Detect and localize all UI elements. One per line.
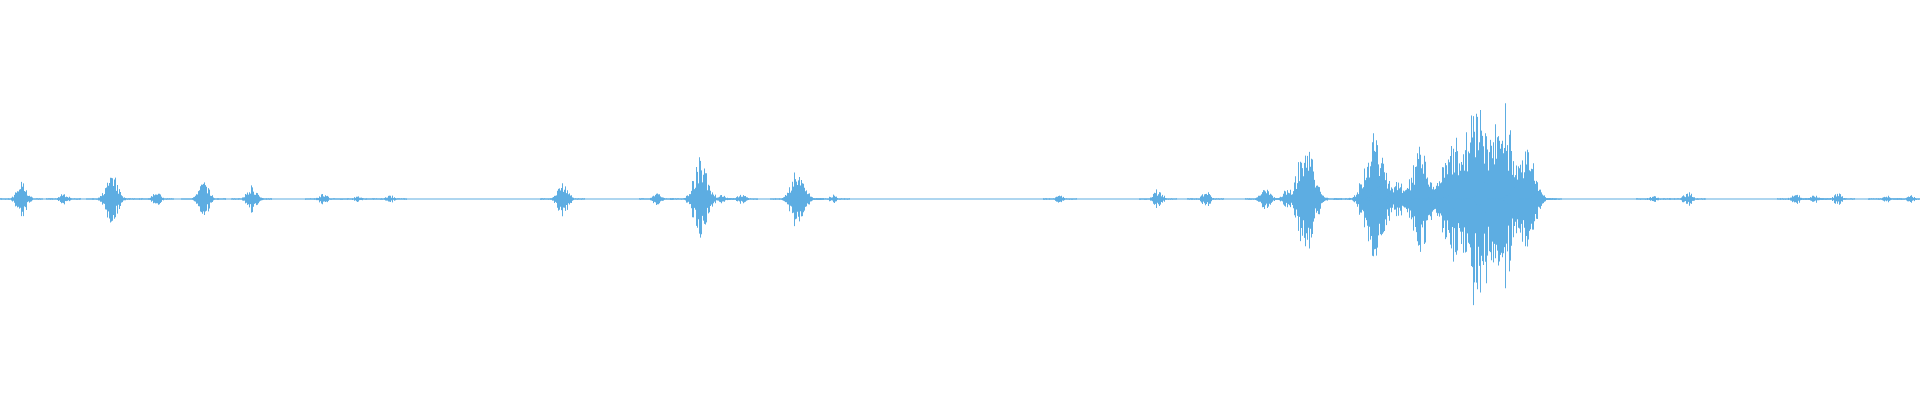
waveform-burst <box>305 194 340 205</box>
waveform-burst <box>1669 192 1706 206</box>
waveform-burst <box>1820 193 1855 205</box>
waveform-burst <box>816 194 850 203</box>
waveform-burst <box>86 177 137 223</box>
waveform-burst <box>540 183 585 217</box>
waveform-burst <box>46 194 81 205</box>
waveform-burst <box>1187 192 1224 206</box>
waveform-burst <box>137 193 174 205</box>
waveform-burst <box>1519 189 1557 208</box>
waveform-burst <box>340 196 374 202</box>
waveform-burst <box>639 193 674 205</box>
waveform-burst <box>1269 151 1342 249</box>
waveform-burst <box>1636 196 1670 202</box>
waveform-burst <box>231 185 272 213</box>
waveform-burst <box>373 195 407 203</box>
waveform-burst <box>1139 189 1177 208</box>
waveform-burst <box>1043 195 1077 203</box>
waveform-burst <box>1893 195 1920 203</box>
waveform-burst <box>181 182 226 215</box>
waveform-burst <box>724 194 758 204</box>
waveform-burst <box>0 181 43 217</box>
